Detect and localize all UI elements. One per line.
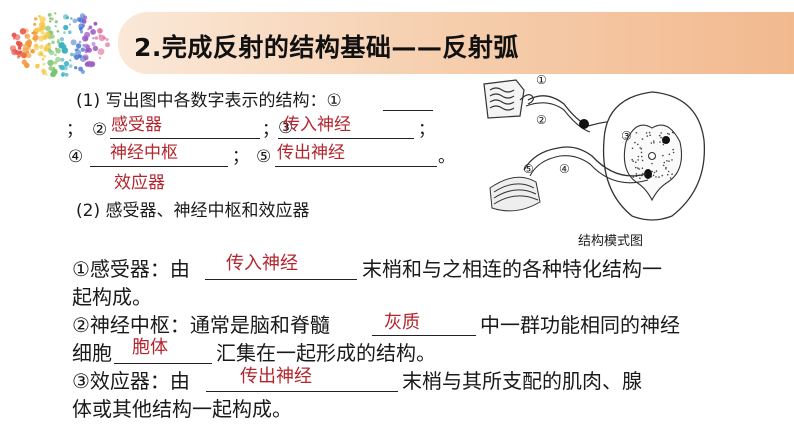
receptor-skin-shape: [483, 79, 534, 119]
q1-semicolon-d: ；: [232, 147, 249, 167]
q1-period: 。: [438, 147, 455, 167]
receptor-text-line2: 起构成。: [72, 285, 152, 309]
label-3: ③: [621, 129, 632, 143]
receptor-blank: [205, 279, 357, 280]
receptor-answer: 传入神经: [226, 253, 298, 274]
ganglion-node: [579, 119, 589, 129]
q1-semicolon-c: ；: [418, 120, 435, 140]
center-text-line2-prefix: 细胞: [72, 341, 112, 365]
center-text-mid: 中一群功能相同的神经: [480, 313, 680, 337]
q2-title: (2) 感受器、神经中枢和效应器: [76, 201, 310, 221]
effector-text-line2: 体或其他结构一起构成。: [72, 397, 292, 421]
receptor-text: ①感受器：由: [72, 257, 190, 281]
blank-5: [275, 166, 437, 167]
q1-prompt: (1) 写出图中各数字表示的结构：①: [76, 91, 342, 111]
blank-2: [110, 138, 260, 139]
q1-num-5: ⑤: [256, 147, 272, 167]
center-answer-cell-body: 胞体: [132, 337, 168, 358]
brain-logo-icon: [9, 12, 110, 78]
q1-num-3: ③: [278, 118, 294, 138]
effector-answer: 传出神经: [240, 366, 312, 387]
answer-efferent-nerve: 传出神经: [277, 143, 345, 163]
answer-receptor: 感受器: [111, 115, 162, 135]
center-text: ②神经中枢：通常是脑和脊髓: [72, 313, 330, 337]
q1-num-4: ④: [68, 147, 84, 167]
center-text-line2-suffix: 汇集在一起形成的结构。: [216, 341, 436, 365]
reflex-arc-diagram: ① ② ③ ④ ⑤: [483, 73, 706, 221]
answer-nerve-center: 神经中枢: [110, 143, 178, 163]
effector-text-suffix: 末梢与其所支配的肌肉、腺: [402, 369, 642, 393]
receptor-text-suffix: 末梢和与之相连的各种特化结构一: [362, 257, 662, 281]
label-4: ④: [559, 162, 570, 176]
diagram-caption: 结构模式图: [578, 234, 644, 249]
effector-muscle-shape: [489, 176, 541, 212]
q1-semicolon-a: ；: [66, 120, 83, 140]
answer-afferent-nerve: 传入神经: [283, 115, 351, 135]
label-1: ①: [536, 73, 547, 87]
answer-effector: 效应器: [114, 173, 165, 193]
efferent-nerve-path: [523, 146, 647, 177]
title-bar: [118, 12, 794, 74]
center-blank-1: [372, 335, 476, 336]
spinal-cord-section: [602, 91, 706, 221]
blank-4: [90, 166, 228, 167]
center-answer-gray-matter: 灰质: [384, 312, 420, 333]
blank-1: [383, 110, 433, 111]
q1-semicolon-b: ；: [262, 120, 279, 140]
effector-blank: [206, 391, 398, 392]
page-title: 2.完成反射的结构基础——反射弧: [134, 33, 519, 62]
effector-text: ③效应器：由: [72, 369, 190, 393]
center-blank-2: [114, 363, 212, 364]
blank-3: [278, 138, 414, 139]
label-2: ②: [536, 113, 547, 127]
label-5: ⑤: [523, 162, 534, 176]
q1-num-2: ②: [92, 120, 108, 140]
